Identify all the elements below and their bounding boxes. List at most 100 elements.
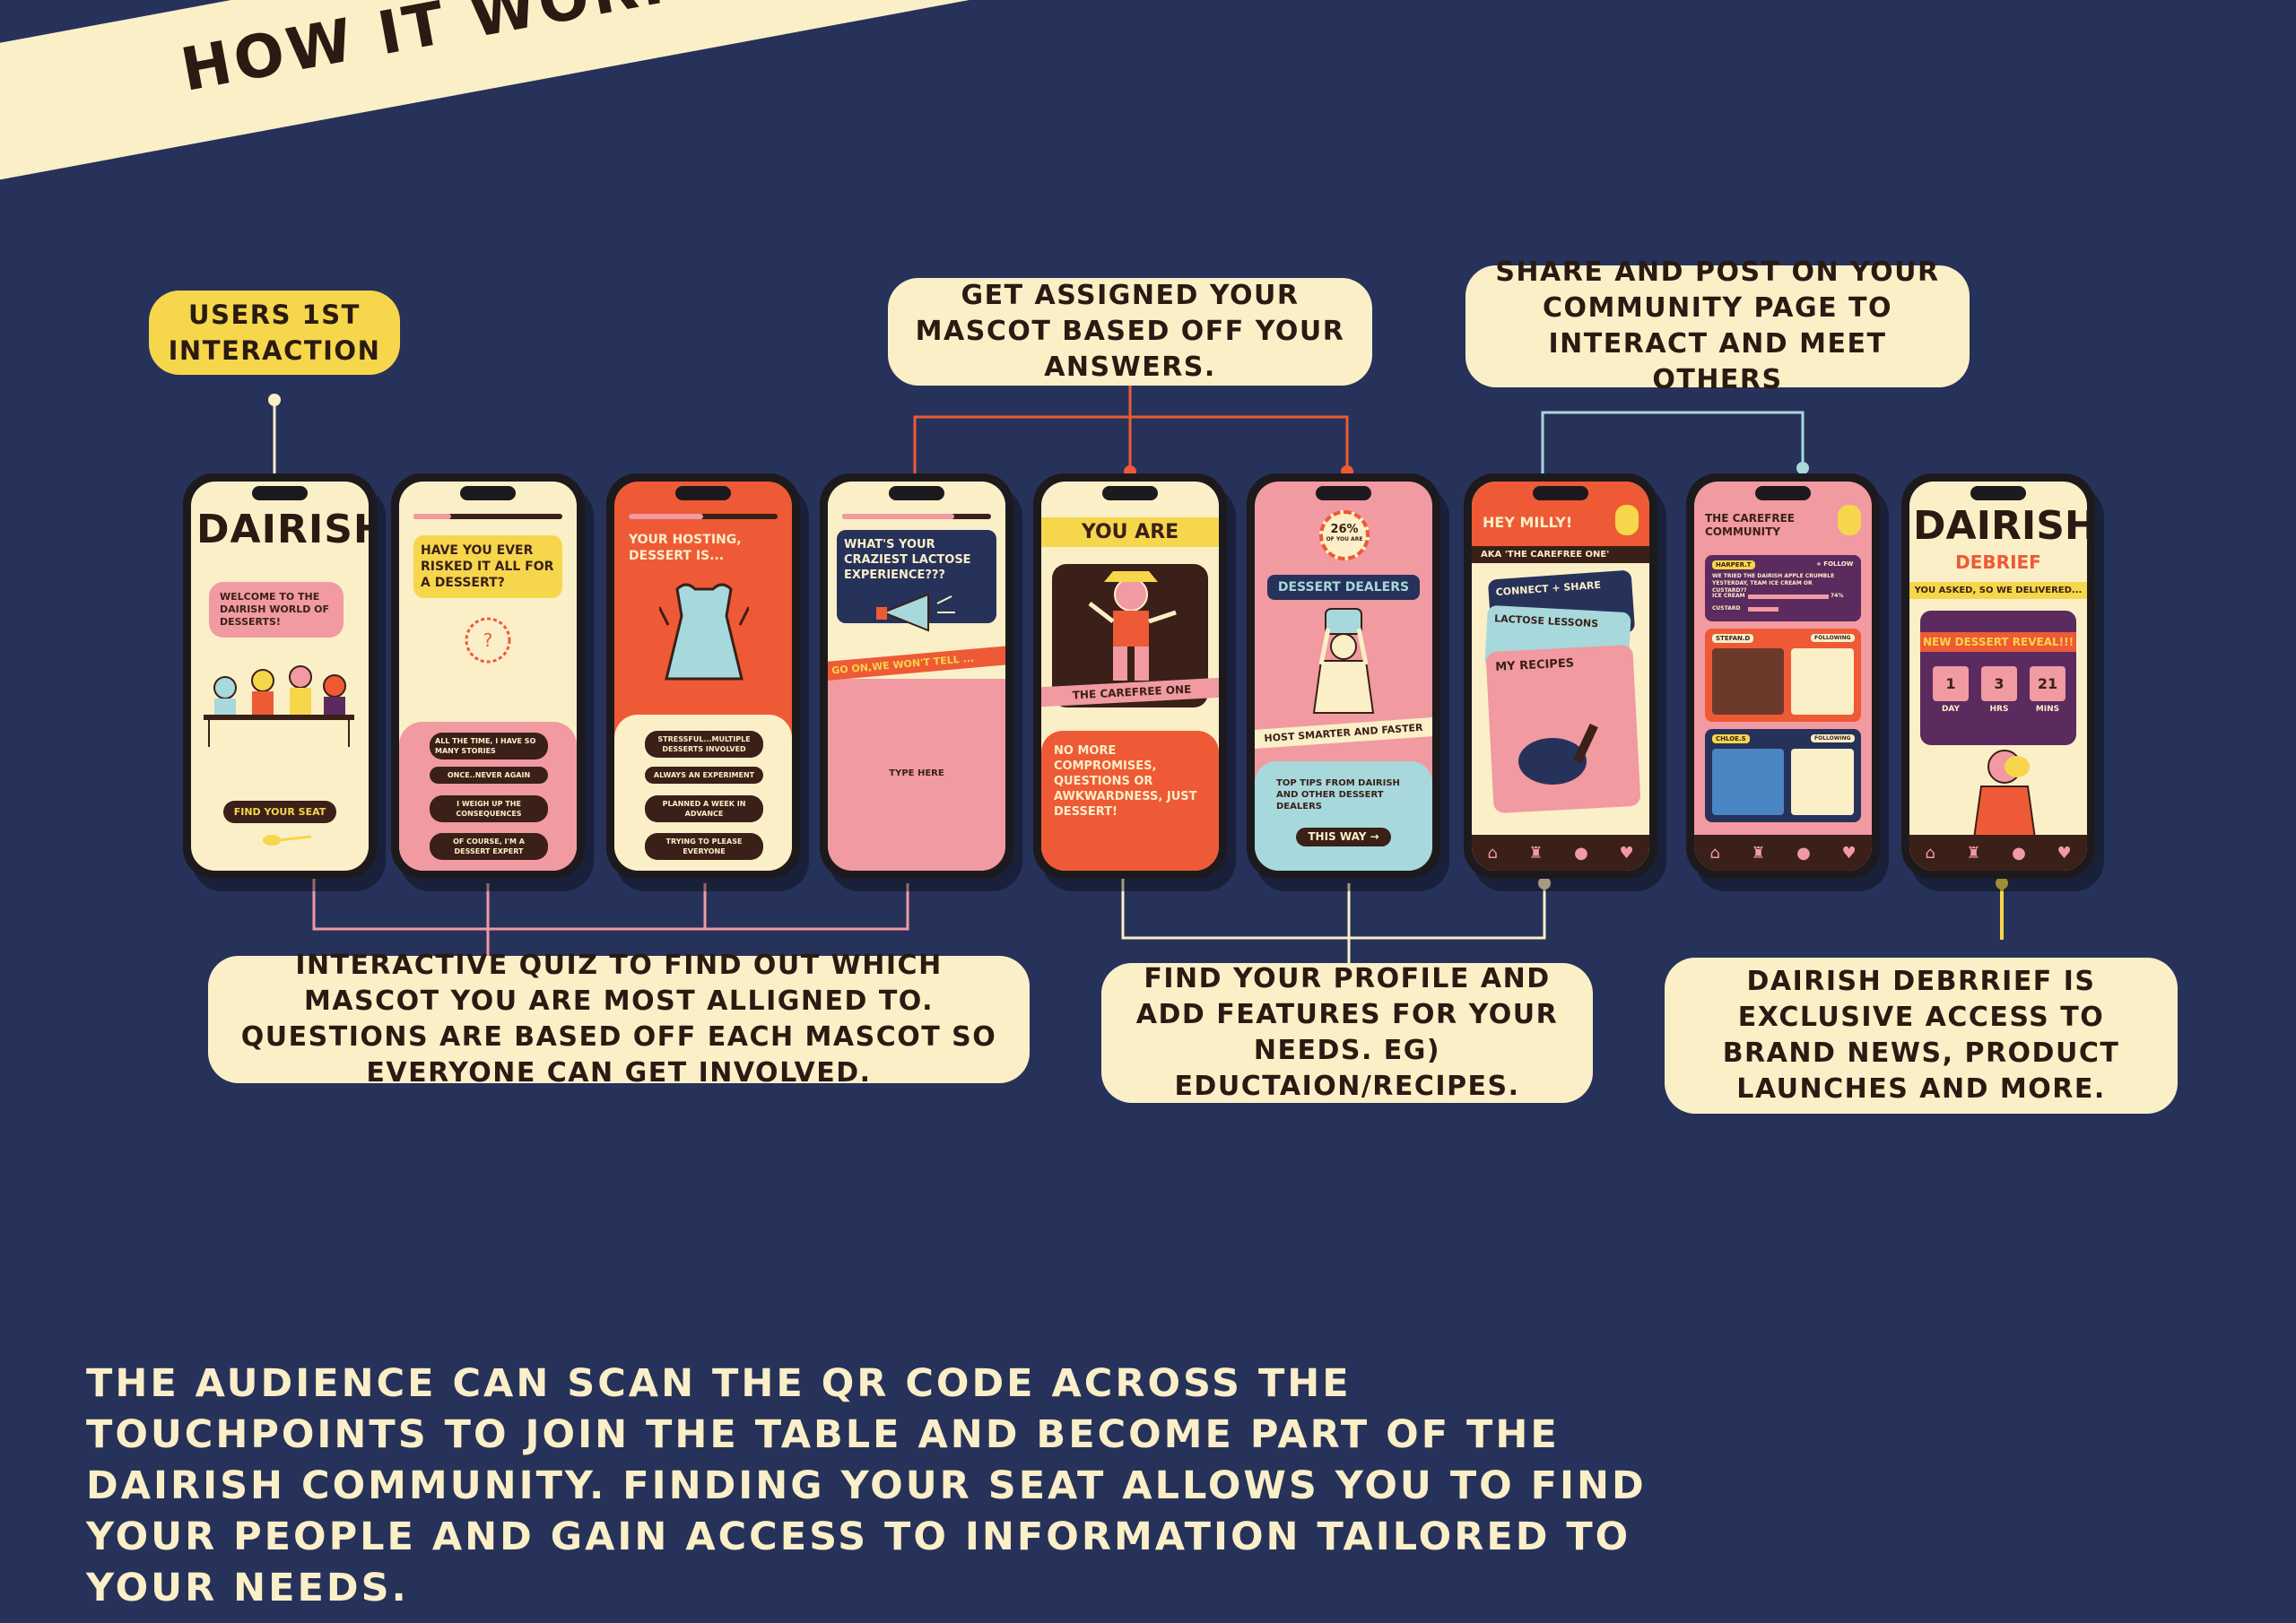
answer-input[interactable]: TYPE HERE (889, 768, 944, 778)
phone-notch (1102, 486, 1158, 500)
spoon-icon (263, 835, 312, 846)
dinner-table-illustration (204, 665, 354, 747)
following-badge[interactable]: FOLLOWING (1811, 734, 1855, 742)
quiz-option[interactable]: ALWAYS AN EXPERIMENT (645, 767, 763, 784)
phone-screen: WHAT'S YOUR CRAZIEST LACTOSE EXPERIENCE?… (828, 482, 1005, 871)
stat-value: 26% (1330, 523, 1359, 536)
bottom-nav: ⌂ ♜ ● ♥ (1472, 835, 1649, 871)
chat-icon[interactable]: ● (2012, 843, 2026, 863)
chair-icon[interactable]: ♜ (1528, 843, 1544, 863)
reveal-title: NEW DESSERT REVEAL!!! (1920, 632, 2076, 652)
post-photo (1712, 749, 1784, 815)
heart-icon[interactable]: ♥ (1619, 843, 1634, 863)
poll-option-1[interactable]: ICE CREAM (1712, 593, 1745, 599)
chat-icon[interactable]: ● (1796, 843, 1811, 863)
post-text: WE TRIED THE DAIRISH APPLE CRUMBLE YESTE… (1712, 573, 1835, 594)
phone-quiz-1: HAVE YOU EVER RISKED IT ALL FOR A DESSER… (391, 473, 585, 879)
quiz-option[interactable]: TRYING TO PLEASE EVERYONE (645, 833, 763, 860)
tips-text: TOP TIPS FROM DAIRISH AND OTHER DESSERT … (1276, 778, 1400, 812)
welcome-bubble: WELCOME TO THE DAIRISH WORLD OF DESSERTS… (209, 582, 344, 638)
corn-icon (1838, 505, 1861, 535)
corn-icon (1615, 505, 1639, 535)
phone-notch (1316, 486, 1371, 500)
quiz-question: HAVE YOU EVER RISKED IT ALL FOR A DESSER… (413, 535, 562, 598)
dealers-title: DESSERT DEALERS (1267, 575, 1420, 600)
svg-text:?: ? (483, 629, 493, 651)
dairish-logo: DAIRISH (1913, 503, 2087, 549)
phone-quiz-3: WHAT'S YOUR CRAZIEST LACTOSE EXPERIENCE?… (820, 473, 1013, 879)
ribbon-text: HOST SMARTER AND FASTER (1255, 716, 1432, 750)
poll-pct: 74% (1831, 593, 1844, 599)
quiz-option[interactable]: PLANNED A WEEK IN ADVANCE (645, 795, 763, 822)
result-heading: YOU ARE (1041, 517, 1219, 547)
phone-notch (1755, 486, 1811, 500)
phone-notch (889, 486, 944, 500)
ribbon-text: YOU ASKED, SO WE DELIVERED... (1909, 582, 2087, 599)
this-way-button[interactable]: THIS WAY → (1296, 828, 1391, 846)
heart-icon[interactable]: ♥ (2057, 843, 2072, 863)
quiz-option[interactable]: STRESSFUL...MULTIPLE DESSERTS INVOLVED (645, 731, 763, 758)
chair-icon[interactable]: ♜ (1966, 843, 1981, 863)
poll-bar-2 (1748, 607, 1779, 612)
dealer-mascot-illustration (1312, 608, 1375, 714)
phone-screen: YOUR HOSTING, DESSERT IS... STRESSFUL...… (614, 482, 792, 871)
phone-notch (460, 486, 516, 500)
heart-icon[interactable]: ♥ (1841, 843, 1857, 863)
result-description: NO MORE COMPROMISES, QUESTIONS OR AWKWAR… (1041, 731, 1219, 871)
phone-screen: YOU ARE THE CAREFREE ONE NO MORE COMPROM… (1041, 482, 1219, 871)
stat-badge: 26% OF YOU ARE (1319, 510, 1370, 560)
callout-first-interaction: USERS 1ST INTERACTION (149, 291, 400, 375)
phone-screen: DAIRISH DEBRIEF YOU ASKED, SO WE DELIVER… (1909, 482, 2087, 871)
plate-question-icon: ? (465, 617, 511, 664)
bottom-nav: ⌂ ♜ ● ♥ (1694, 835, 1872, 871)
carefree-mascot-illustration (1088, 571, 1177, 681)
phone-community: THE CAREFREE COMMUNITY HARPER.T + FOLLOW… (1686, 473, 1880, 879)
quiz-progress (413, 514, 562, 519)
follow-button[interactable]: + FOLLOW (1816, 560, 1854, 568)
phone-notch (1533, 486, 1588, 500)
post-user-3: CHLOE.S (1712, 734, 1750, 743)
quiz-option[interactable]: ALL THE TIME, I HAVE SO MANY STORIES (430, 733, 548, 759)
poll-option-2[interactable]: CUSTARD (1712, 605, 1741, 612)
phone-screen: 26% OF YOU ARE DESSERT DEALERS HOST SMAR… (1255, 482, 1432, 871)
quiz-option[interactable]: I WEIGH UP THE CONSEQUENCES (430, 795, 548, 822)
home-icon[interactable]: ⌂ (1925, 843, 1935, 863)
phone-quiz-2: YOUR HOSTING, DESSERT IS... STRESSFUL...… (606, 473, 800, 879)
countdown-value: 3 (1981, 666, 2017, 701)
chat-icon[interactable]: ● (1574, 843, 1588, 863)
apron-icon (659, 583, 749, 681)
megaphone-icon (876, 593, 955, 632)
quiz-option[interactable]: OF COURSE, I'M A DESSERT EXPERT (430, 833, 548, 860)
countdown-mins: 21 MINS (2030, 666, 2066, 714)
home-icon[interactable]: ⌂ (1487, 843, 1498, 863)
quiz-question: YOUR HOSTING, DESSERT IS... (629, 533, 742, 563)
phone-notch (675, 486, 731, 500)
tips-panel (1255, 761, 1432, 871)
phone-dessert-dealers: 26% OF YOU ARE DESSERT DEALERS HOST SMAR… (1247, 473, 1440, 879)
bottom-nav: ⌂ ♜ ● ♥ (1909, 835, 2087, 871)
phone-debrief: DAIRISH DEBRIEF YOU ASKED, SO WE DELIVER… (1901, 473, 2095, 879)
chair-icon[interactable]: ♜ (1751, 843, 1766, 863)
phone-welcome: DAIRISH WELCOME TO THE DAIRISH WORLD OF … (183, 473, 377, 879)
quiz-progress (842, 514, 991, 519)
countdown-unit: DAY (1941, 705, 1961, 714)
post-user-2: STEFAN.D (1712, 634, 1754, 643)
quiz-option[interactable]: ONCE..NEVER AGAIN (430, 767, 548, 784)
phone-notch (252, 486, 308, 500)
phone-screen: THE CAREFREE COMMUNITY HARPER.T + FOLLOW… (1694, 482, 1872, 871)
community-title: THE CAREFREE COMMUNITY (1705, 512, 1795, 538)
debrief-subtitle: DEBRIEF (1955, 551, 2041, 573)
callout-community: SHARE AND POST ON YOUR COMMUNITY PAGE TO… (1465, 256, 1970, 395)
following-badge[interactable]: FOLLOWING (1811, 634, 1855, 642)
countdown-hours: 3 HRS (1981, 666, 2017, 714)
home-icon[interactable]: ⌂ (1709, 843, 1720, 863)
phone-screen: DAIRISH WELCOME TO THE DAIRISH WORLD OF … (191, 482, 369, 871)
stat-caption: OF YOU ARE (1326, 536, 1363, 542)
countdown-unit: HRS (1989, 705, 2009, 714)
find-seat-button[interactable]: FIND YOUR SEAT (223, 801, 336, 823)
callout-quiz: INTERACTIVE QUIZ TO FIND OUT WHICH MASCO… (208, 950, 1030, 1089)
countdown-value: 1 (1933, 666, 1969, 701)
countdown-value: 21 (2030, 666, 2066, 701)
poll-bar-1 (1748, 595, 1829, 599)
dairish-logo: DAIRISH (196, 507, 369, 552)
